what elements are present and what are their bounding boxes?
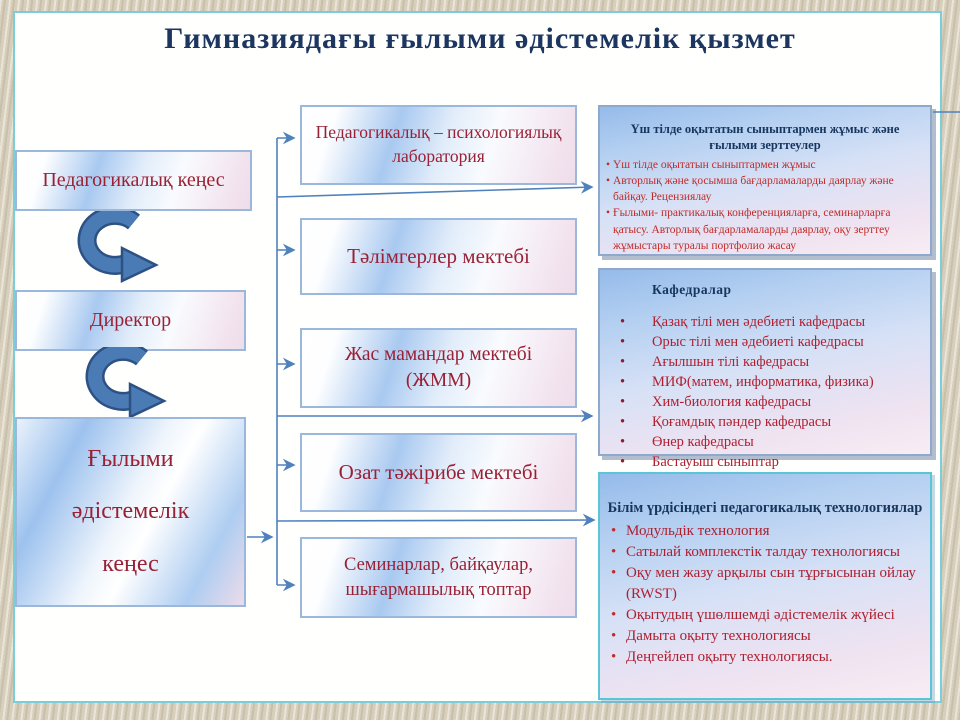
panel-trilingual-research: Үш тілде оқытатын сыныптармен жұмыс және… [598, 105, 932, 256]
box-label: Педагогикалық кеңес [42, 169, 225, 191]
list-item: Хим-биология кафедрасы [600, 392, 926, 412]
list-item: Бастауыш сыныптар [600, 452, 926, 472]
box-psych-laboratory: Педагогикалық – психологиялық лаборатори… [300, 105, 577, 185]
box-best-practice-school: Озат тәжірибе мектебі [300, 433, 577, 512]
panel-list: Қазақ тілі мен әдебиеті кафедрасы Орыс т… [600, 312, 926, 472]
box-seminars-groups: Семинарлар, байқаулар, шығармашылық топт… [300, 537, 577, 618]
box-label-line: Ғылыми [87, 445, 174, 472]
box-label: Жас мамандар мектебі (ЖММ) [344, 343, 533, 391]
panel-pedagogical-technologies: Білім үрдісіндегі педагогикалық технолог… [598, 472, 932, 700]
curved-arrow-icon [85, 347, 167, 419]
box-label: Семинарлар, байқаулар, шығармашылық топт… [344, 554, 533, 600]
box-label: Педагогикалық – психологиялық лаборатори… [315, 122, 562, 166]
box-label-line: әдістемелік [71, 498, 190, 525]
panel-list: Үш тілде оқытатын сыныптармен жұмыс Авто… [606, 157, 924, 255]
box-director: Директор [15, 290, 246, 351]
panel-list: Модульдік технология Сатылай комплекстік… [602, 521, 924, 668]
box-scientific-methodical-council: Ғылыми әдістемелік кеңес [15, 417, 246, 607]
box-label: Озат тәжірибе мектебі [338, 460, 539, 485]
curved-arrow-icon [77, 211, 159, 283]
box-label: Тәлімгерлер мектебі [347, 244, 530, 269]
list-item: Деңгейлеп оқыту технологиясы. [602, 647, 924, 668]
panel-title: Кафедралар [652, 282, 732, 297]
list-item: Қазақ тілі мен әдебиеті кафедрасы [600, 312, 926, 332]
box-pedagogical-council: Педагогикалық кеңес [15, 150, 252, 211]
list-item: Авторлық және қосымша бағдарламаларды да… [606, 173, 924, 206]
page-title: Гимназиядағы ғылыми әдістемелік қызмет [164, 22, 796, 55]
panel-title: Білім үрдісіндегі педагогикалық технолог… [607, 500, 923, 516]
list-item: Ғылыми- практикалық конференцияларға, се… [606, 205, 924, 254]
list-item: Орыс тілі мен әдебиеті кафедрасы [600, 332, 926, 352]
list-item: Өнер кафедрасы [600, 432, 926, 452]
list-item: Дамыта оқыту технологиясы [602, 626, 924, 647]
list-item: Модульдік технология [602, 521, 924, 542]
list-item: МИФ(матем, информатика, физика) [600, 372, 926, 392]
list-item: Оқу мен жазу арқылы сын тұрғысынан ойлау… [602, 563, 924, 605]
list-item: Үш тілде оқытатын сыныптармен жұмыс [606, 157, 924, 174]
list-item: Қоғамдық пәндер кафедрасы [600, 412, 926, 432]
box-label-line: кеңес [102, 551, 159, 578]
panel-departments: Кафедралар Қазақ тілі мен әдебиеті кафед… [598, 268, 932, 472]
list-item: Ағылшын тілі кафедрасы [600, 352, 926, 372]
box-label: Директор [89, 309, 172, 331]
list-item: Оқытудың үшөлшемді әдістемелік жүйесі [602, 605, 924, 626]
list-item: Сатылай комплекстік талдау технологиясы [602, 542, 924, 563]
box-young-specialists-school: Жас мамандар мектебі (ЖММ) [300, 328, 577, 408]
panel-title: Үш тілде оқытатын сыныптармен жұмыс және… [630, 122, 900, 153]
box-mentors-school: Тәлімгерлер мектебі [300, 218, 577, 295]
